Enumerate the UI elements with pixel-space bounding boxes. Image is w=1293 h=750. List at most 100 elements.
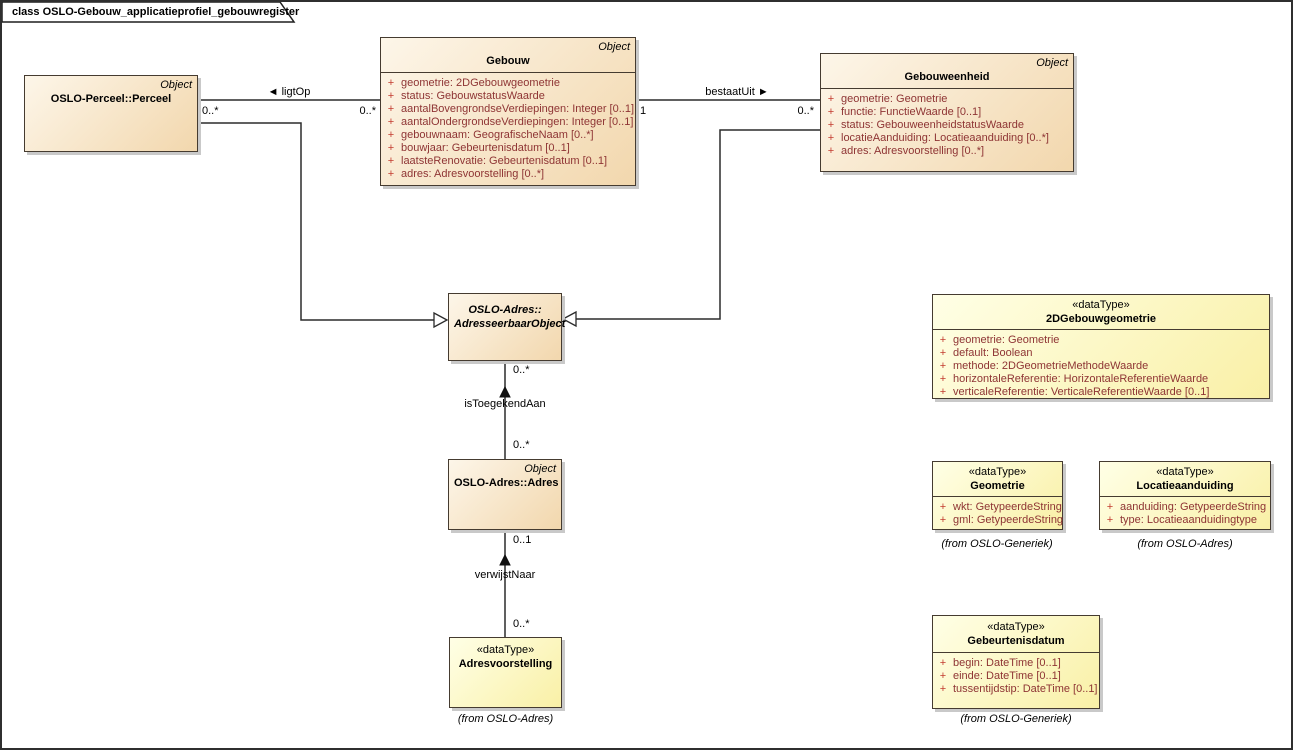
visibility-marker: + [939, 514, 947, 526]
visibility-marker: + [1106, 514, 1114, 526]
attribute-text: adres: Adresvoorstelling [0..*] [841, 145, 985, 157]
attribute-text: type: Locatieaanduidingtype [1120, 514, 1257, 526]
visibility-marker: + [387, 116, 395, 128]
visibility-marker: + [387, 168, 395, 180]
visibility-marker: + [939, 501, 947, 513]
class-name-line1: OSLO-Adres:: [468, 304, 542, 316]
class-name: Gebeurtenisdatum [967, 635, 1065, 647]
class-name: Gebouw [486, 55, 530, 67]
stereotype-label: «dataType» [476, 644, 535, 656]
attribute-row: + status: GebouweenheidstatusWaarde [821, 119, 1073, 132]
attribute-compartment: +begin: DateTime [0..1] +einde: DateTime… [933, 652, 1099, 699]
attribute-row: +begin: DateTime [0..1] [933, 657, 1099, 670]
stereotype-label: «dataType» [987, 621, 1045, 633]
multiplicity-label: 0..1 [513, 534, 532, 546]
attribute-row: +bouwjaar: Gebeurtenisdatum [0..1] [381, 142, 635, 155]
multiplicity-label: 0..* [513, 439, 530, 451]
visibility-marker: + [1106, 501, 1114, 513]
title-tab-shape [2, 2, 296, 23]
attribute-row: +gebouwnaam: GeografischeNaam [0..*] [381, 129, 635, 142]
attribute-row: + aantalOndergrondseVerdiepingen: Integer… [381, 116, 635, 129]
attribute-text: status: GebouweenheidstatusWaarde [841, 119, 1025, 131]
class-name: Gebouweenheid [904, 71, 990, 83]
class-name: 2DGebouwgeometrie [1045, 313, 1157, 325]
attribute-row: + geometrie: Geometrie [821, 93, 1073, 106]
association-label-istoegekendaan: isToegekendAan [464, 398, 546, 410]
diagram-title: class OSLO-Gebouw_applicatieprofiel_gebo… [12, 6, 300, 18]
attribute-text: adres: Adresvoorstelling [0..*] [401, 168, 545, 180]
generalization-perceel-line[interactable] [198, 122, 435, 321]
multiplicity-label: 0..* [797, 105, 814, 117]
attribute-row: +geometrie: 2DGebouwgeometrie [381, 77, 635, 90]
visibility-marker: + [827, 93, 835, 105]
attribute-text: bouwjaar: Gebeurtenisdatum [0..1] [401, 142, 570, 154]
multiplicity-label: 0..* [513, 618, 530, 630]
visibility-marker: + [387, 129, 395, 141]
class-locatieaanduiding[interactable]: «dataType» Locatieaanduiding +aanduiding… [1099, 461, 1271, 530]
attribute-compartment: +geometrie: 2DGebouwgeometrie +status: G… [381, 72, 635, 184]
multiplicity-label: 0..* [359, 105, 376, 117]
attribute-compartment: +geometrie: Geometrie +functie: FunctieW… [821, 88, 1073, 161]
from-package-label: (from OSLO-Adres) [457, 713, 554, 725]
stereotype-label: «dataType» [968, 466, 1027, 478]
attribute-row: +methode: 2DGeometrieMethodeWaarde [933, 360, 1269, 373]
attribute-row: + locatieAanduiding: Locatieaanduiding [0… [821, 132, 1073, 145]
attribute-row: +gml: GetypeerdeString [933, 514, 1063, 527]
association-label-bestaatuit: bestaatUit ► [705, 86, 769, 98]
visibility-marker: + [939, 334, 947, 346]
visibility-marker: + [939, 347, 947, 359]
stereotype-label: Object [1036, 57, 1068, 69]
attribute-text: methode: 2DGeometrieMethodeWaarde [953, 360, 1149, 372]
diagram-title-tab: class OSLO-Gebouw_applicatieprofiel_gebo… [2, 2, 302, 24]
attribute-text: einde: DateTime [0..1] [953, 670, 1061, 682]
attribute-text: aantalBovengrondseVerdiepingen: Integer … [401, 103, 635, 115]
visibility-marker: + [939, 683, 947, 695]
visibility-marker: + [827, 132, 835, 144]
attribute-compartment: + aanduiding: GetypeerdeString + type: Loc… [1100, 496, 1270, 530]
attribute-row: +adres: Adresvoorstelling [0..*] [821, 145, 1073, 158]
attribute-text: tussentijdstip: DateTime [0..1] [953, 683, 1098, 695]
attribute-row: + type: Locatieaanduidingtype [1100, 514, 1270, 527]
class-adres[interactable]: Object OSLO-Adres::Adres [448, 459, 562, 530]
attribute-text: functie: FunctieWaarde [0..1] [841, 106, 982, 118]
attribute-text: aanduiding: GetypeerdeString [1120, 501, 1267, 513]
class-perceel[interactable]: Object OSLO-Perceel::Perceel [24, 75, 198, 152]
stereotype-label: «dataType» [1072, 299, 1130, 311]
attribute-text: locatieAanduiding: Locatieaanduiding [0.… [841, 132, 1049, 144]
stereotype-label: «dataType» [1156, 466, 1214, 478]
attribute-row: + einde: DateTime [0..1] [933, 670, 1099, 683]
generalization-gebouweenheid-line[interactable] [576, 129, 820, 320]
association-label-ligtop: ◄ ligtOp [267, 86, 311, 98]
class-gebouw[interactable]: Object Gebouw +geometrie: 2DGebouwgeomet… [380, 37, 636, 186]
attribute-compartment: +wkt: GetypeerdeString +gml: GetypeerdeS… [933, 496, 1063, 530]
visibility-marker: + [387, 103, 395, 115]
class-gebeurtenisdatum[interactable]: «dataType» Gebeurtenisdatum +begin: Date… [932, 615, 1100, 709]
visibility-marker: + [387, 155, 395, 167]
multiplicity-label: 0..* [513, 364, 530, 376]
visibility-marker: + [387, 90, 395, 102]
class-gebouweenheid[interactable]: Object Gebouweenheid + geometrie: Geometr… [820, 53, 1074, 172]
class-adresseerbaarobject[interactable]: OSLO-Adres:: AdresseerbaarObject [448, 293, 566, 361]
visibility-marker: + [939, 373, 947, 385]
stereotype-label: Object [160, 79, 192, 91]
attribute-text: default: Boolean [953, 347, 1033, 359]
attribute-text: verticaleReferentie: VerticaleReferentie… [953, 386, 1210, 398]
visibility-marker: + [939, 670, 947, 682]
generalization-arrow-icon [433, 311, 449, 329]
association-label-verwijstnaar: verwijstNaar [474, 569, 536, 581]
class-geometrie[interactable]: «dataType» Geometrie +wkt: GetypeerdeStr… [932, 461, 1063, 530]
attribute-text: geometrie: Geometrie [953, 334, 1060, 346]
attribute-text: begin: DateTime [0..1] [953, 657, 1061, 669]
class-adresvoorstelling[interactable]: «dataType» Adresvoorstelling [449, 637, 562, 708]
class-2dgebouwgeometrie[interactable]: «dataType» 2DGebouwgeometrie + geometrie:… [932, 294, 1270, 399]
attribute-row: +wkt: GetypeerdeString [933, 501, 1062, 514]
attribute-text: aantalOndergrondseVerdiepingen: Integer … [401, 116, 634, 128]
visibility-marker: + [827, 119, 835, 131]
attribute-row: +laatsteRenovatie: Gebeurtenisdatum [0..… [381, 155, 635, 168]
class-name-line2: AdresseerbaarObject [454, 318, 566, 330]
attribute-text: geometrie: Geometrie [841, 93, 948, 105]
from-package-label: (from OSLO-Generiek) [960, 713, 1072, 725]
attribute-compartment: +geometrie: Geometrie +default: Boolean … [933, 329, 1269, 402]
stereotype-label: Object [598, 41, 630, 53]
attribute-row: +functie: FunctieWaarde [0..1] [821, 106, 1073, 119]
